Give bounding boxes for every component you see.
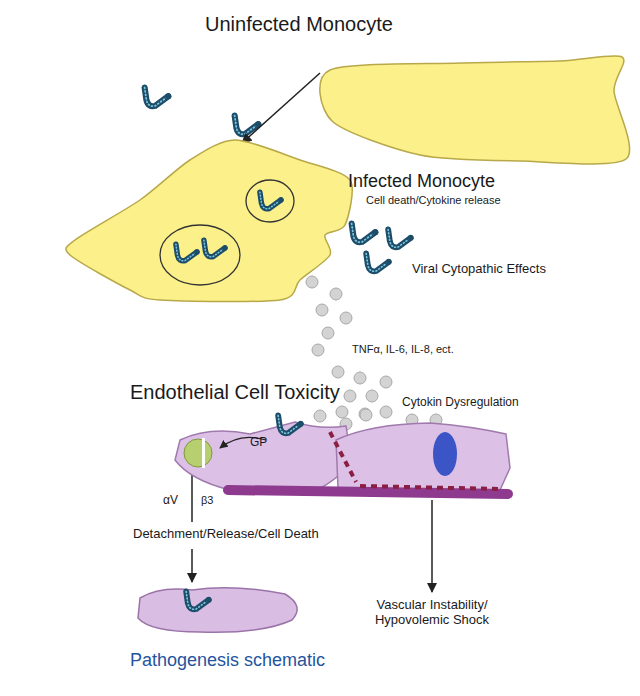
arrow <box>431 500 433 592</box>
cell-shape: Endothelial Cell Toxicity <box>170 418 515 508</box>
cell-outline <box>170 418 515 508</box>
figure-caption: Pathogenesis schematic <box>130 650 325 671</box>
cell-heading: Endothelial Cell Toxicity <box>130 381 340 404</box>
annotation-label: β3 <box>201 494 213 507</box>
virus <box>235 116 262 135</box>
virus <box>145 88 172 107</box>
cell-outline <box>320 55 632 170</box>
annotation-label: GP <box>250 436 267 450</box>
annotation-label: TNFα, IL-6, IL-8, ect. <box>352 343 454 356</box>
infection-arrow <box>242 73 320 143</box>
annotation-label: Viral Cytopathic Effects <box>412 262 546 277</box>
cell-detail <box>160 180 294 285</box>
annotation-label: Vascular Instability/ Hypovolemic Shock <box>362 598 502 628</box>
virus <box>388 230 413 248</box>
arrow <box>191 549 193 582</box>
cell-body <box>66 140 352 302</box>
cell-shape: Uninfected Monocyte <box>320 55 632 170</box>
cell-outline <box>60 135 510 310</box>
cell-note: Cell death/Cytokine release <box>366 194 501 207</box>
cell-body <box>320 56 630 164</box>
virus <box>186 592 211 610</box>
annotation-label: Detachment/Release/Cell Death <box>133 527 319 542</box>
annotation-label: Cytokin Dysregulation <box>402 396 519 410</box>
cell-heading: Infected Monocyte <box>348 171 495 192</box>
detached-cell <box>138 588 297 633</box>
annotation-label: αV <box>163 494 178 508</box>
cell-heading: Uninfected Monocyte <box>205 13 393 36</box>
virus <box>366 254 391 272</box>
leader-line <box>191 472 193 522</box>
virus <box>352 224 379 243</box>
cell-shape: Infected MonocyteCell death/Cytokine rel… <box>60 135 510 310</box>
cell-detail <box>175 406 510 496</box>
